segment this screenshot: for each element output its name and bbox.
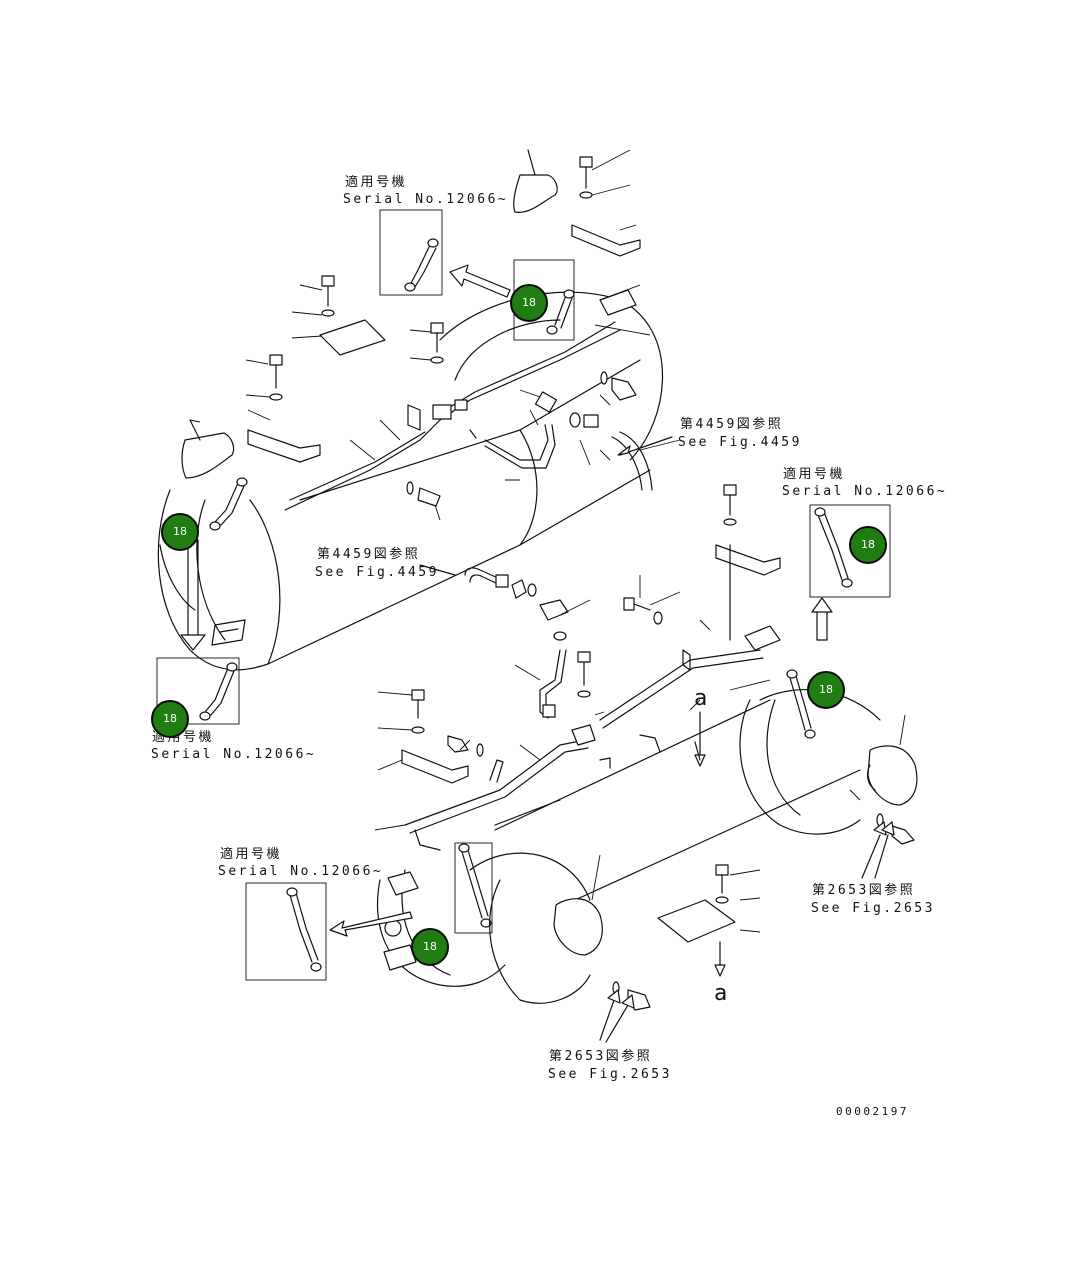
middle-piping [464,567,663,719]
serial-label-right-en: Serial No.12066~ [782,484,948,499]
lower-right-tank [494,689,918,901]
fig-ref-2653-bottom-jp: 第2653図参照 [549,1049,653,1064]
fig-ref-2653-right-en: See Fig.2653 [811,901,935,916]
lower-left-tank [376,852,651,1011]
serial-label-top-jp: 適用号機 [345,175,408,190]
fig-ref-4459-upper-en: See Fig.4459 [678,435,802,450]
view-marker-a-top: a [694,686,708,711]
upper-piping [284,321,653,511]
serial-label-bottom-en: Serial No.12066~ [218,864,384,879]
lower-leaders [329,575,906,1043]
fig-ref-4459-middle-jp: 第4459図参照 [317,547,421,562]
view-marker-a-bottom: a [714,981,728,1006]
drawing-number: 00002197 [836,1105,909,1118]
upper-bolts [269,156,637,507]
callout-badge-18-right[interactable]: 18 [807,671,845,709]
serial-label-left-en: Serial No.12066~ [151,747,317,762]
inset-hoses [199,238,853,972]
fig-ref-2653-right-jp: 第2653図参照 [812,883,916,898]
fig-ref-4459-middle-en: See Fig.4459 [315,565,439,580]
callout-badge-18-top[interactable]: 18 [510,284,548,322]
upper-leaders [189,149,681,521]
serial-inset-boxes [156,209,891,981]
fig-ref-2653-bottom-en: See Fig.2653 [548,1067,672,1082]
fig-ref-4459-upper-jp: 第4459図参照 [680,417,784,432]
lower-left-hardware [401,651,736,943]
upper-arrows [180,264,833,651]
callout-badge-18-bottom[interactable]: 18 [411,928,449,966]
callout-badge-18-upper-left[interactable]: 18 [161,513,199,551]
callout-badge-18-right-inset[interactable]: 18 [849,526,887,564]
serial-label-right-jp: 適用号機 [783,467,846,482]
middle-right-hardware [599,484,781,729]
callout-badge-18-left-inset[interactable]: 18 [151,700,189,738]
serial-label-bottom-jp: 適用号機 [220,847,283,862]
upper-air-tank [157,291,663,671]
serial-label-top-en: Serial No.12066~ [343,192,509,207]
